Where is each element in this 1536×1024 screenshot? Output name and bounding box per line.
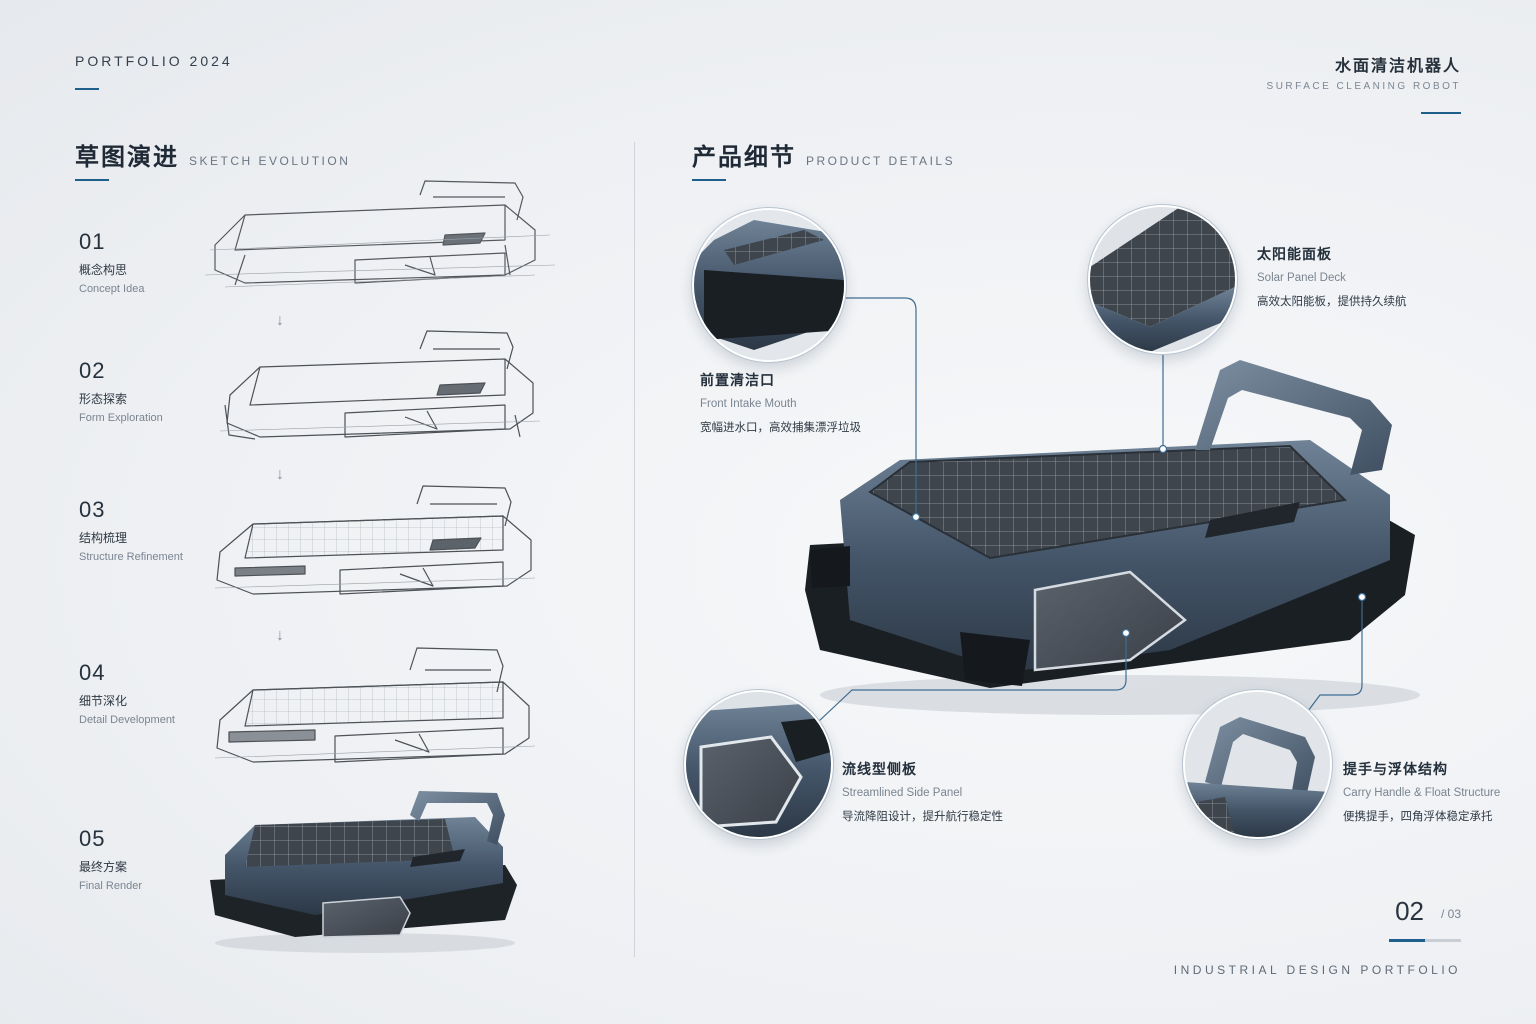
step-title-en: Structure Refinement [79,551,183,563]
step-title-cn: 形态探索 [79,392,128,406]
callout-description: 便携提手，四角浮体稳定承托 [1343,811,1493,823]
step-number: 03 [79,497,106,522]
page-progress-track [1389,939,1461,942]
project-title-cn: 水面清洁机器人 [1334,58,1461,75]
sketch-section-title: 草图演进 SKETCH EVOLUTION [75,137,350,172]
arrow-down-icon: ↓ [276,312,284,329]
callout-title-cn: 太阳能面板 [1257,246,1332,262]
callout-title-en: Solar Panel Deck [1257,272,1346,284]
step-02: 02 形态探索 Form Exploration [79,358,163,424]
callout-title-cn: 提手与浮体结构 [1343,761,1448,777]
callout-title-cn: 前置清洁口 [700,372,775,388]
detail-title-cn: 产品细节 [692,144,796,171]
callout-description: 高效太阳能板，提供持久续航 [1257,296,1407,308]
callout-description: 导流降阻设计，提升航行稳定性 [842,811,1003,823]
step-title-cn: 结构梳理 [79,531,128,545]
project-title-en: SURFACE CLEANING ROBOT [1266,81,1461,92]
step-05: 05 最终方案 Final Render [79,826,142,892]
step-title-cn: 概念构思 [79,263,128,277]
step-title-en: Detail Development [79,714,175,726]
callout-title-en: Streamlined Side Panel [842,787,963,799]
detail-title-rule [692,179,726,181]
step-04: 04 细节深化 Detail Development [79,660,175,726]
detail-circle-solar-panel [1088,205,1237,354]
arrow-down-icon: ↓ [276,627,284,644]
portfolio-label: PORTFOLIO 2024 [75,53,233,69]
detail-section-title: 产品细节 PRODUCT DETAILS [692,137,955,172]
step-title-en: Form Exploration [79,412,163,424]
sketch-title-en: SKETCH EVOLUTION [189,154,351,168]
arrow-down-icon: ↓ [276,466,284,483]
callout-title-en: Carry Handle & Float Structure [1343,787,1501,799]
callout-title-cn: 流线型侧板 [842,761,917,777]
solar-panel-closeup [1090,207,1235,352]
sketch-form-exploration [219,330,541,440]
sketch-title-cn: 草图演进 [75,144,179,171]
step-title-en: Concept Idea [79,283,145,295]
front-intake-closeup [694,210,844,360]
footer-label: INDUSTRIAL DESIGN PORTFOLIO [1173,963,1461,977]
step-title-cn: 最终方案 [79,860,128,874]
side-panel-closeup [686,692,831,837]
callout-front-intake: 前置清洁口 Front Intake Mouth 宽幅进水口，高效捕集漂浮垃圾 [700,370,861,435]
sketch-title-rule [75,179,109,181]
step-01: 01 概念构思 Concept Idea [79,229,144,295]
detail-circle-front-intake [692,208,846,362]
callout-description: 宽幅进水口，高效捕集漂浮垃圾 [700,422,861,434]
callout-solar-panel: 太阳能面板 Solar Panel Deck 高效太阳能板，提供持久续航 [1257,244,1407,309]
step-title-en: Final Render [79,880,142,892]
detail-circle-side-panel [684,690,833,839]
callout-carry-handle: 提手与浮体结构 Carry Handle & Float Structure 便… [1343,759,1500,824]
step-03: 03 结构梳理 Structure Refinement [79,497,183,563]
column-divider [634,142,635,957]
sketch-detail-development [214,647,536,763]
page-progress-fill [1389,939,1425,942]
final-render-thumbnail [210,791,517,953]
sketch-concept [205,180,556,288]
step-number: 01 [79,229,106,254]
detail-circle-carry-handle [1183,690,1332,839]
sketch-structure [214,485,536,595]
page-number-current: 02 [1395,896,1424,926]
header-rule [75,88,99,90]
callout-side-panel: 流线型侧板 Streamlined Side Panel 导流降阻设计，提升航行… [842,759,1003,824]
detail-title-en: PRODUCT DETAILS [806,154,956,168]
project-rule [1421,112,1461,114]
callout-title-en: Front Intake Mouth [700,398,797,410]
carry-handle-closeup [1185,692,1330,837]
step-number: 05 [79,826,106,851]
main-product-render [805,360,1420,715]
step-number: 04 [79,660,106,685]
page-number-total: / 03 [1440,907,1461,921]
step-title-cn: 细节深化 [79,694,128,708]
step-number: 02 [79,358,106,383]
